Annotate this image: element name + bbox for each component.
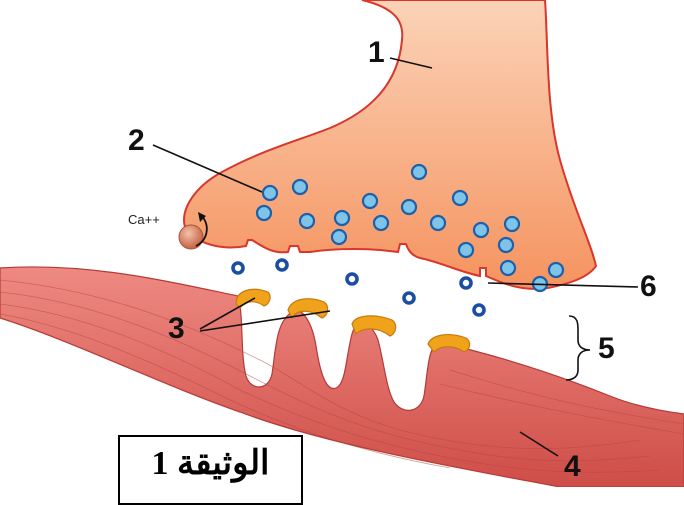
vesicle: [293, 180, 307, 194]
label-3: 3: [168, 312, 185, 345]
vesicle: [335, 211, 349, 225]
transmitter-molecule: [277, 260, 287, 270]
calcium-ion: [179, 225, 203, 249]
vesicle: [300, 214, 314, 228]
vesicle: [459, 243, 473, 257]
transmitter-molecule: [404, 293, 414, 303]
vesicle: [363, 194, 377, 208]
vesicle: [257, 206, 271, 220]
cleft-brace: [566, 316, 590, 380]
document-label-box: الوثيقة 1: [118, 435, 303, 505]
vesicle: [505, 217, 519, 231]
vesicle: [549, 263, 563, 277]
transmitter-molecule: [474, 305, 484, 315]
document-label: الوثيقة 1: [120, 447, 301, 481]
vesicle: [499, 238, 513, 252]
transmitter-molecule: [233, 263, 243, 273]
label-4: 4: [564, 450, 581, 483]
axon-terminal: [184, 0, 596, 289]
transmitter-molecule: [461, 278, 471, 288]
vesicle: [501, 261, 515, 275]
muscle-fiber: [0, 267, 684, 487]
label-1: 1: [368, 36, 385, 69]
transmitter-molecule: [347, 274, 357, 284]
vesicle: [474, 223, 488, 237]
vesicle: [402, 200, 416, 214]
synapse-diagram: Ca++ 1 2 3 4 5 6: [0, 0, 684, 487]
vesicle: [453, 191, 467, 205]
label-2: 2: [128, 124, 145, 157]
vesicle: [431, 216, 445, 230]
vesicle: [412, 165, 426, 179]
vesicle: [374, 216, 388, 230]
label-6: 6: [640, 270, 657, 303]
vesicle: [263, 186, 277, 200]
vesicle: [332, 230, 346, 244]
label-5: 5: [598, 332, 615, 365]
calcium-label: Ca++: [128, 212, 160, 227]
neurotransmitters: [233, 260, 484, 315]
